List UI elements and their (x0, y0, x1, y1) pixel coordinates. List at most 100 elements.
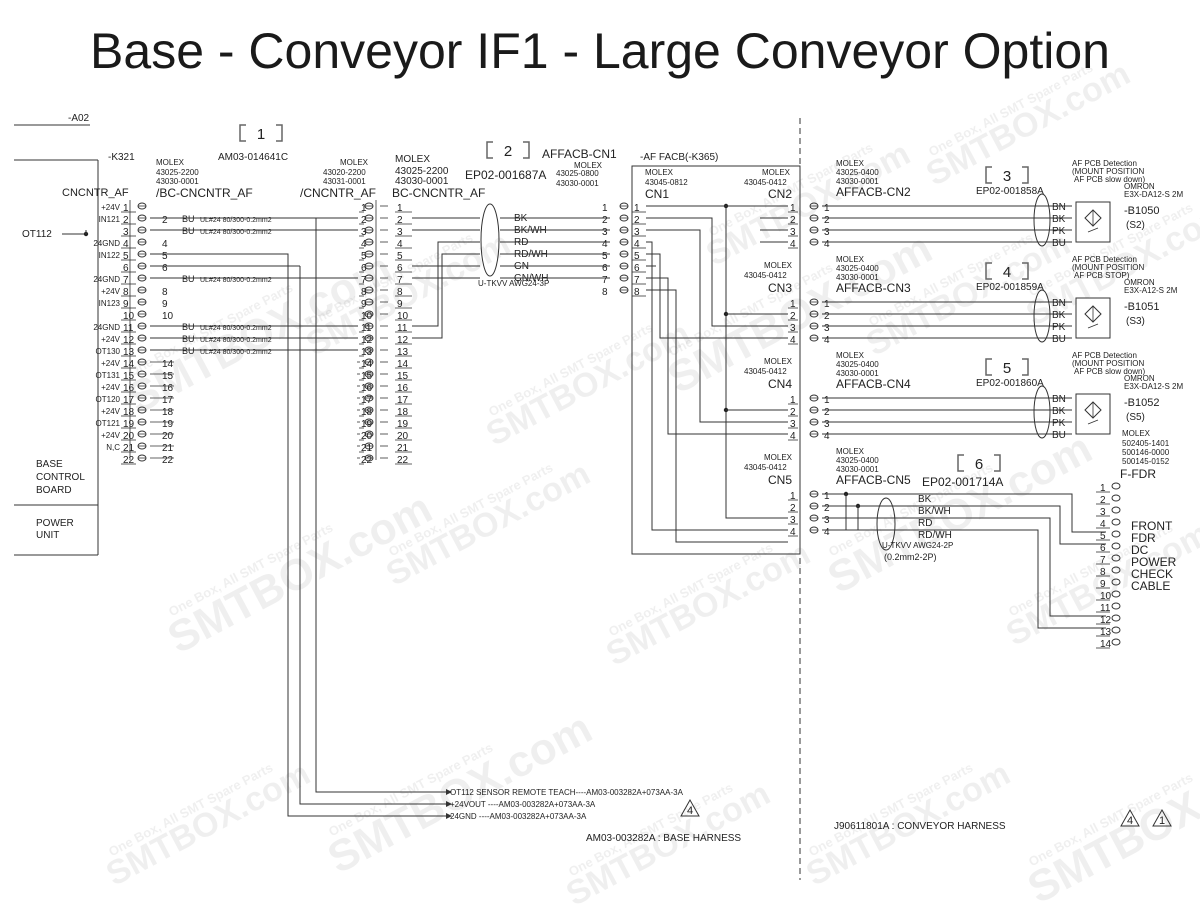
aff-maker: MOLEX (836, 255, 865, 264)
facb-trace (646, 289, 788, 543)
ffdr-desc: FDR (1131, 531, 1156, 545)
sensor-id: -B1050 (1124, 205, 1159, 217)
pin-number: 12 (397, 335, 409, 346)
pin-number: 8 (123, 287, 129, 298)
pin-number: 2 (602, 215, 608, 226)
cable1-p1: 43025-0800 (556, 169, 599, 178)
cn5-cable-shield-icon (876, 497, 896, 551)
sensor-desc: (MOUNT POSITION (1072, 263, 1145, 272)
ffdr-desc: POWER (1131, 555, 1177, 569)
base-board-label: CONTROL (36, 472, 85, 483)
pin-number: 2 (790, 311, 796, 322)
aff-p1: 43025-0400 (836, 360, 879, 369)
sensor-maker: OMRON (1124, 374, 1155, 383)
pin-number: 3 (824, 419, 830, 430)
cable1-route (412, 253, 480, 339)
pin-number: 5 (361, 251, 367, 262)
pin-number: 12 (361, 335, 373, 346)
sub-cn-name: CN3 (768, 281, 792, 295)
ffdr-desc: FRONT (1131, 519, 1173, 533)
pin-number: 9 (162, 299, 168, 310)
pin-number: 7 (123, 275, 129, 286)
facb-trace (646, 277, 788, 435)
pin-number: 7 (361, 275, 367, 286)
pin-number: 2 (824, 311, 830, 322)
pin-number: 3 (634, 227, 640, 238)
base-signal-label: OT121 (96, 419, 121, 428)
molex-mid-name: /CNCNTR_AF (300, 186, 376, 200)
base-signal-label: +24V (101, 287, 121, 296)
aff-maker: MOLEX (836, 351, 865, 360)
aff-name: AFFACB-CN5 (836, 473, 911, 487)
cn5-cable-type: U-TKVV AWG24-2P (882, 541, 953, 550)
pin-number: 4 (824, 527, 830, 538)
pin-number: 11 (361, 323, 372, 334)
pin-number: 11 (1100, 603, 1111, 614)
pin-connector-icon (1111, 614, 1121, 622)
pin-number: 13 (1100, 627, 1112, 638)
pin-number: 3 (790, 515, 796, 526)
facb-cn1-maker: MOLEX (645, 168, 674, 177)
pin-number: 3 (602, 227, 608, 238)
callout-number: 4 (1003, 264, 1011, 281)
pin-number: 1 (1100, 483, 1106, 494)
base-signal-label: 24GND (93, 323, 120, 332)
base-signal-label: OT130 (96, 347, 121, 356)
pin-number: 19 (397, 419, 409, 430)
sub-cn-part: 43045-0412 (744, 367, 787, 376)
facb-cn2-part: 43045-0412 (744, 178, 787, 187)
facb-cn1-part: 43045-0812 (645, 178, 688, 187)
sensor-wire-color: BK (1052, 214, 1066, 225)
pin-number: 4 (397, 239, 403, 250)
ot112-remote-wire (150, 217, 446, 793)
pin-number: 2 (361, 215, 367, 226)
ffdr-desc: CHECK (1131, 567, 1173, 581)
pin-connector-icon (1111, 494, 1121, 502)
pin-number: 21 (397, 443, 409, 454)
cn5-wire-color: BK/WH (918, 506, 951, 517)
pin-number: 7 (397, 275, 403, 286)
sensor-model: E3X-DA12-S 2M (1124, 382, 1183, 391)
cable1-route (412, 241, 480, 327)
revision-number: 4 (1127, 815, 1133, 827)
molex-mid-p2: 43031-0001 (323, 177, 366, 186)
pin-number: 12 (1100, 615, 1112, 626)
callout-number: 2 (504, 143, 512, 160)
revision-triangle-icon (680, 798, 700, 817)
pin-number: 8 (162, 287, 168, 298)
pin-number: 3 (123, 227, 129, 238)
pin-number: 3 (397, 227, 403, 238)
molex-left-p2: 43030-0001 (156, 177, 199, 186)
facb-board-outline (631, 165, 801, 555)
ffdr-desc: DC (1131, 543, 1149, 557)
pin-number: 1 (824, 299, 830, 310)
molex-mid-p1: 43020-2200 (323, 168, 366, 177)
revision-number: 1 (1159, 815, 1165, 827)
pin-number: 10 (361, 311, 373, 322)
pin-number: 9 (397, 299, 403, 310)
aff-p1: 43025-0400 (836, 168, 879, 177)
facb-label: -AF FACB(-K365) (640, 152, 718, 163)
sensor-sub: (S2) (1126, 220, 1145, 231)
pin-connector-icon (1111, 506, 1121, 514)
base-signal-label: OT131 (96, 371, 121, 380)
pin-number: 4 (1100, 519, 1106, 530)
pin-number: 4 (162, 239, 168, 250)
wire-spec-label: UL#24 80/300-0.2mm2 (200, 229, 272, 236)
pin-number: 6 (397, 263, 403, 274)
pin-number: 18 (397, 407, 409, 418)
sub-cn-part: 43045-0412 (744, 463, 787, 472)
pin-number: 15 (162, 371, 174, 382)
sub-cn-maker: MOLEX (764, 453, 793, 462)
base-signal-label: 24GND (93, 275, 120, 284)
wire-spec-label: UL#24 80/300-0.2mm2 (200, 337, 272, 344)
sensor-desc: AF PCB STOP) (1074, 271, 1130, 280)
pin-number: 1 (602, 203, 608, 214)
pin-number: 1 (824, 203, 830, 214)
base-signal-label: OT120 (96, 395, 121, 404)
base-board-label: BASE (36, 459, 63, 470)
cn5-route (856, 505, 1106, 545)
wire-color-label: BU (182, 226, 195, 236)
pin-number: 18 (361, 407, 373, 418)
aff-name: AFFACB-CN2 (836, 185, 911, 199)
